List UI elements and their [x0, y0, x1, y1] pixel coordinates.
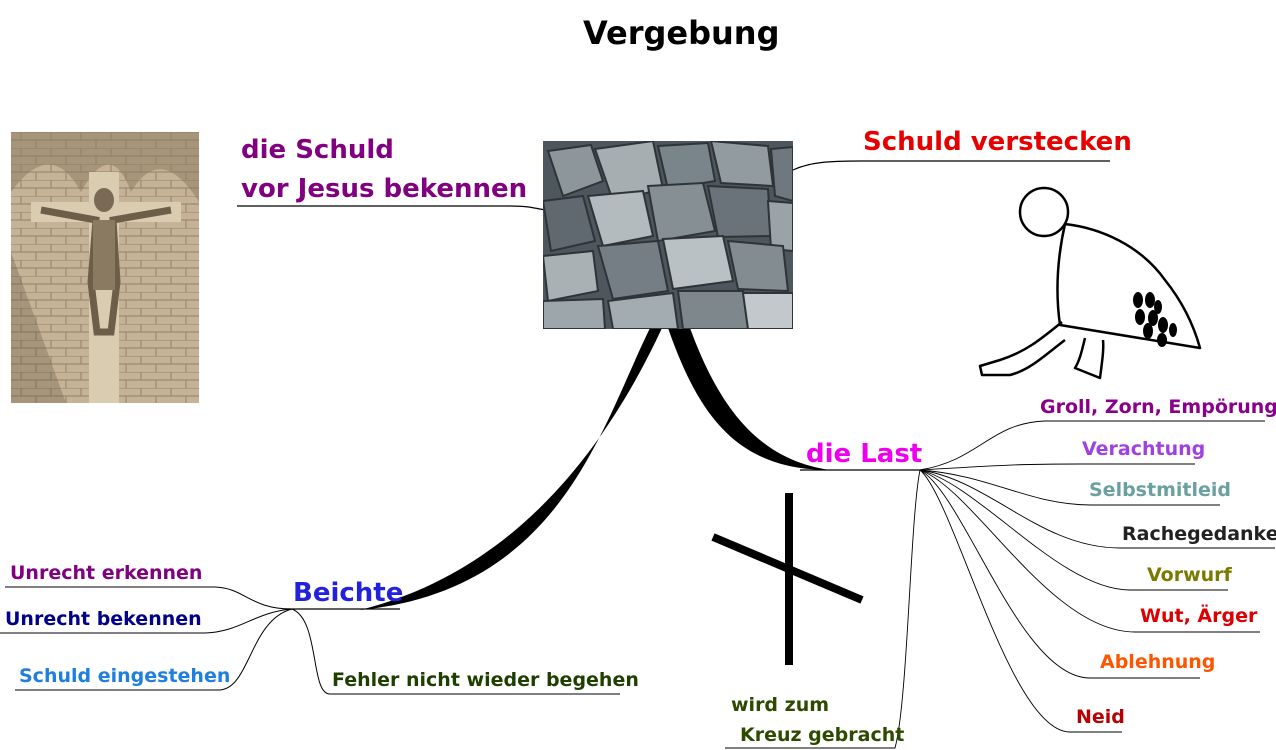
beichte-item-unrecht-erkennen: Unrecht erkennen [10, 562, 203, 584]
beichte-branches [0, 586, 620, 695]
stick-figure-carrying-sack-icon [978, 186, 1202, 380]
top-left-line1: die Schuld [241, 135, 394, 165]
last-item-wut-aerger: Wut, Ärger [1140, 605, 1258, 627]
last-item-ablehnung: Ablehnung [1100, 651, 1216, 673]
last-item-neid: Neid [1076, 706, 1125, 728]
line-top-left [237, 205, 546, 211]
beichte-item-unrecht-bekennen: Unrecht bekennen [5, 608, 202, 630]
last-item-rachegedanken: Rachegedanken [1122, 523, 1276, 545]
line-top-right [792, 160, 1110, 171]
beichte-label: Beichte [293, 578, 404, 608]
top-right-label: Schuld verstecken [863, 127, 1132, 157]
crucifix-photo [11, 132, 199, 403]
branch-beichte [360, 328, 662, 610]
branch-last [668, 328, 830, 470]
page-title: Vergebung [583, 14, 780, 52]
last-item-groll: Groll, Zorn, Empörung [1040, 396, 1276, 418]
cross-text-line2: Kreuz gebracht [740, 724, 905, 746]
cross-icon [711, 493, 864, 665]
last-branches [725, 420, 1275, 749]
top-left-line2: vor Jesus bekennen [241, 174, 528, 204]
last-label: die Last [806, 439, 923, 469]
beichte-item-fehler-nicht-wieder: Fehler nicht wieder begehen [332, 669, 639, 691]
beichte-item-schuld-eingestehen: Schuld eingestehen [19, 665, 231, 687]
last-item-vorwurf: Vorwurf [1147, 564, 1232, 586]
last-item-selbstmitleid: Selbstmitleid [1089, 479, 1231, 501]
stones-photo [543, 141, 793, 329]
last-item-verachtung: Verachtung [1082, 438, 1206, 460]
cross-text-line1: wird zum [731, 694, 830, 716]
